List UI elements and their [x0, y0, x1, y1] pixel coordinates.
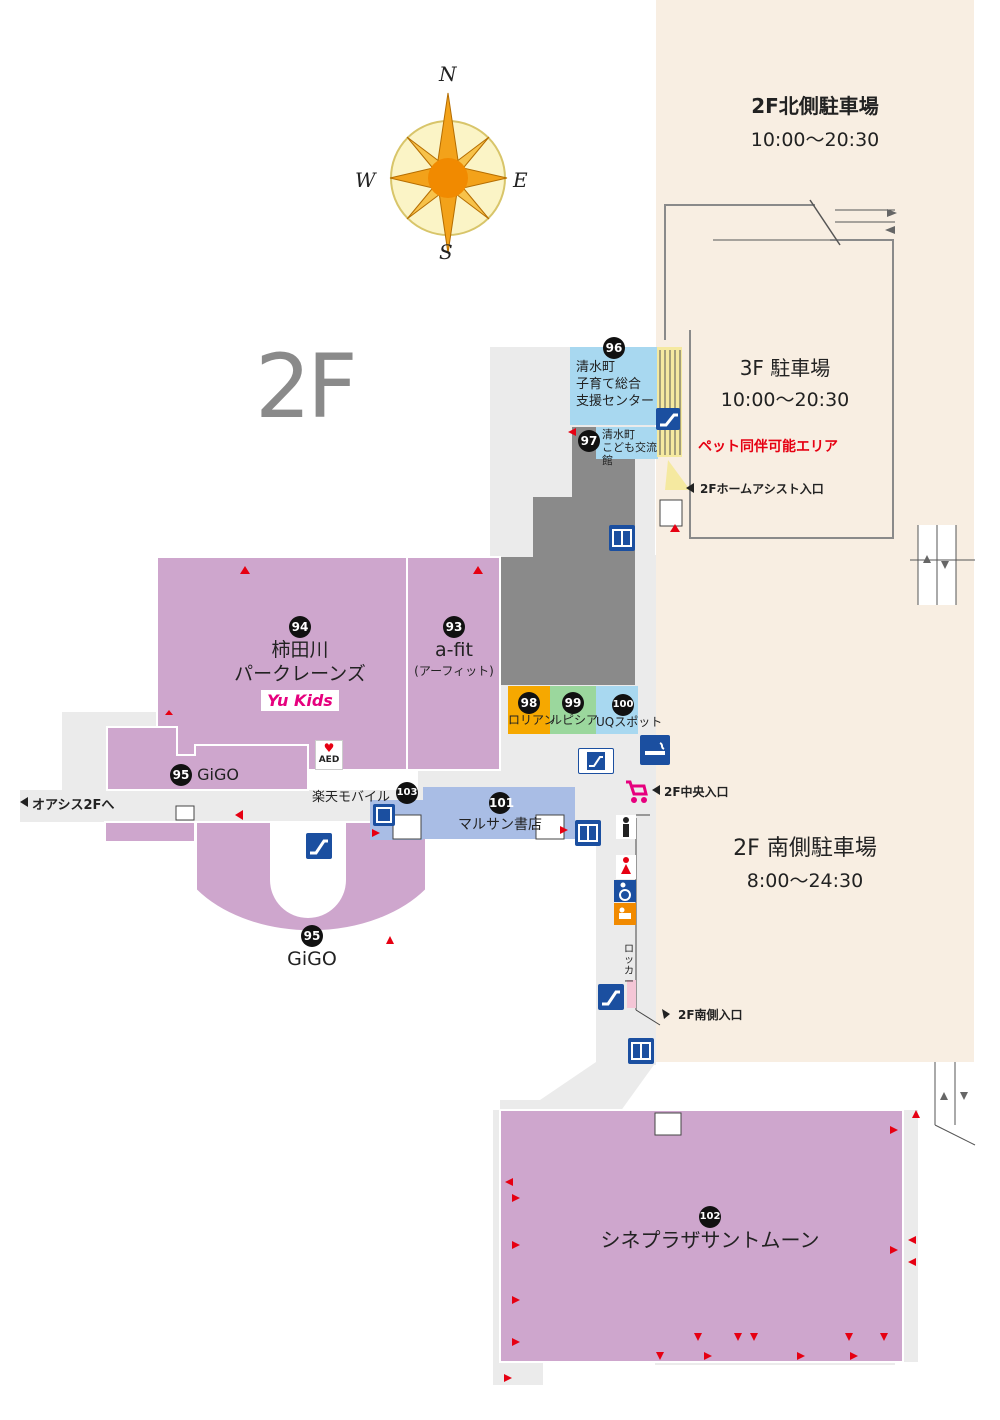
womens-toilet-icon [616, 855, 636, 879]
oasis-link[interactable]: オアシス2Fへ [32, 798, 115, 813]
store-101-name: マルサン書店 [458, 817, 542, 833]
store-103-number: 103 [396, 782, 418, 804]
compass: N S W E [355, 60, 535, 265]
parking-3f: 3F 駐車場 10:00～20:30 [695, 352, 875, 412]
store-94-number: 94 [289, 616, 311, 638]
escalator-icon-south [598, 984, 624, 1010]
elevator-icon-west [373, 804, 395, 826]
store-93-sub: (アーフィット) [414, 664, 494, 678]
store-97-l1: 清水町 [602, 428, 635, 441]
store-98-number: 98 [518, 692, 540, 714]
store-103-name: 楽天モバイル [312, 790, 391, 805]
store-93-name: a-fit [435, 639, 473, 661]
aed-label: AED [318, 755, 340, 765]
pet-area-note: ペット同伴可能エリア [698, 439, 838, 455]
store-101[interactable]: 101 マルサン書店 [425, 792, 575, 834]
elevator-icon [609, 525, 635, 551]
store-94-name1: 柿田川 [271, 639, 329, 661]
store-99-number: 99 [562, 692, 584, 714]
parking-south: 2F 南側駐車場 8:00～24:30 [690, 830, 920, 893]
store-93-number: 93 [443, 616, 465, 638]
smoking-area-icon [640, 735, 670, 765]
parking-south-hours: 8:00～24:30 [746, 870, 864, 892]
entrance-markers [165, 428, 920, 1382]
store-99[interactable]: 99 ルピシア [550, 692, 599, 727]
yukids-logo: Yu Kids [261, 690, 339, 711]
parking-north-hours: 10:00～20:30 [750, 129, 880, 151]
stroller-icon [620, 776, 650, 806]
store-93[interactable]: 93 a-fit (アーフィット) [405, 616, 503, 679]
store-96-number: 96 [603, 337, 625, 359]
floor-label: 2F [255, 335, 358, 438]
store-98-name: ロリアン [508, 713, 556, 727]
parking-3f-name: 3F 駐車場 [739, 356, 831, 380]
store-100[interactable]: 100 UQスポット [596, 692, 663, 729]
store-102[interactable]: 102 シネプラザサントムーン [560, 1204, 860, 1252]
store-94-name2: パークレーンズ [234, 663, 366, 685]
store-95-upper[interactable]: 95 GiGO [170, 764, 239, 786]
parking-north: 2F北側駐車場 10:00～20:30 [700, 90, 930, 152]
parking-south-name: 2F 南側駐車場 [733, 836, 877, 861]
compass-rose-icon [389, 92, 508, 254]
compass-w: W [355, 168, 376, 192]
baby-care-icon [614, 903, 636, 925]
south-entrance[interactable]: 2F南側入口 [678, 1008, 743, 1022]
elevator-icon-center [575, 820, 601, 846]
store-100-name: UQスポット [596, 715, 663, 729]
store-102-number: 102 [699, 1206, 721, 1228]
store-94[interactable]: 94 柿田川 パークレーンズ Yu Kids [200, 616, 400, 711]
accessible-toilet-icon [614, 880, 636, 902]
store-101-number: 101 [489, 792, 514, 814]
store-102-name: シネプラザサントムーン [600, 1228, 820, 1252]
central-entrance[interactable]: 2F中央入口 [664, 785, 729, 799]
store-95-upper-number: 95 [170, 764, 192, 786]
service-center-block [570, 347, 657, 425]
store-100-number: 100 [612, 694, 634, 716]
store-95-lower-name: GiGO [287, 948, 337, 970]
store-95-upper-name: GiGO [197, 765, 239, 784]
elevator-icon-south [628, 1038, 654, 1064]
compass-n: N [439, 62, 457, 86]
store-96[interactable]: 96 清水町 子育て総合 支援センター [572, 337, 656, 410]
aed-icon: ♥ AED [315, 740, 343, 770]
compass-e: E [513, 168, 528, 192]
parking-north-name: 2F北側駐車場 [751, 94, 879, 118]
compass-s: S [439, 240, 453, 264]
store-95-lower[interactable]: 95 GiGO [262, 925, 362, 971]
store-98[interactable]: 98 ロリアン [508, 692, 556, 727]
store-97-l2: こども交流館 [602, 441, 657, 467]
escalator-icon-west [306, 833, 332, 859]
store-99-name: ルピシア [550, 713, 599, 727]
home-assist-entrance[interactable]: 2Fホームアシスト入口 [700, 482, 824, 496]
store-96-l1: 清水町 [576, 360, 616, 375]
store-95-lower-number: 95 [301, 925, 323, 947]
back-area [500, 427, 635, 685]
locker-label: ロッカー [624, 944, 634, 988]
escalator-icon [656, 408, 680, 430]
store-97-number: 97 [578, 430, 600, 452]
store-96-l3: 支援センター [576, 394, 655, 409]
mens-toilet-icon [616, 815, 636, 839]
store-96-l2: 子育て総合 [576, 377, 642, 392]
parking-3f-hours: 10:00～20:30 [720, 389, 850, 411]
escalator-icon-center [578, 748, 614, 774]
